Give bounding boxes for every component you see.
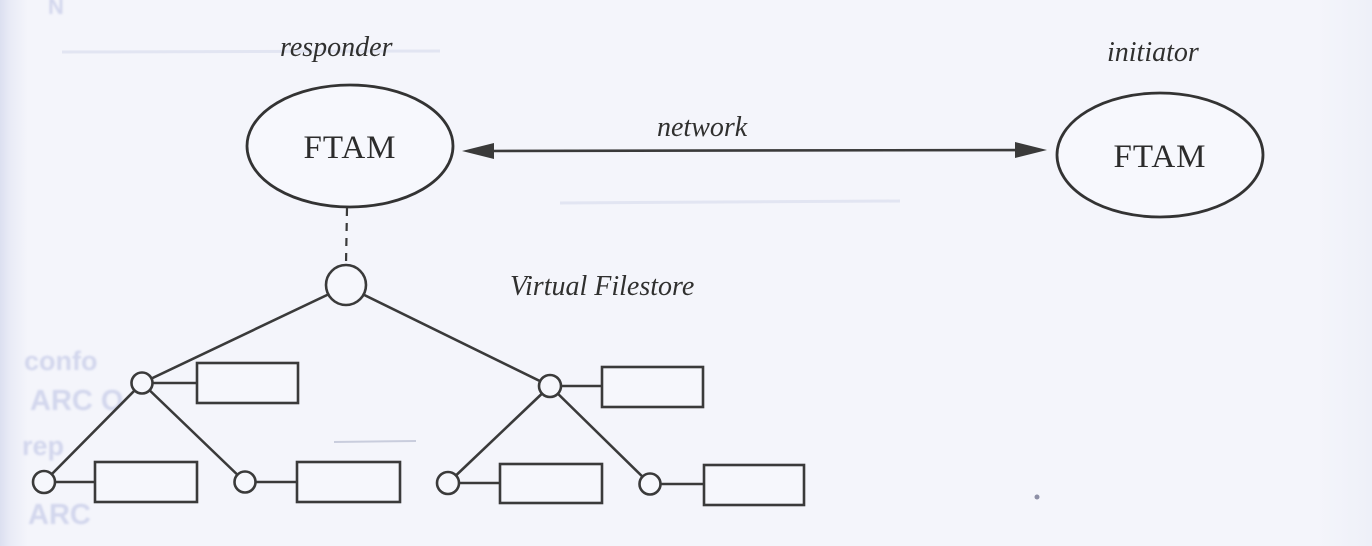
- network-label: network: [657, 112, 748, 143]
- filestore-leaf-node: [233, 470, 257, 494]
- scan-streak: [61, 49, 441, 54]
- initiator-ftam-ellipse: [1055, 91, 1265, 219]
- filestore-leaf-node: [31, 469, 57, 495]
- network-arrow: [462, 142, 1047, 159]
- tree-edge: [549, 385, 651, 485]
- responder-ftam-ellipse: [245, 83, 455, 209]
- tree-edge: [345, 284, 551, 388]
- attribute-box: [295, 460, 402, 504]
- filestore-node: [537, 373, 563, 399]
- filestore-leaf-node: [435, 470, 461, 496]
- ghost-text: ARC O: [30, 385, 123, 417]
- ghost-text: rep: [22, 431, 64, 461]
- tree-edge: [141, 382, 246, 483]
- responder-ftam-label: FTAM: [303, 130, 396, 166]
- attribute-box: [195, 361, 300, 405]
- tree-edge: [43, 382, 143, 483]
- filestore-leaf-node: [638, 472, 662, 496]
- attachment-dashed-line: [344, 207, 349, 265]
- initiator-ftam-label: FTAM: [1113, 139, 1206, 175]
- virtual-filestore-label: Virtual Filestore: [510, 271, 694, 302]
- scan-streak: [333, 440, 417, 443]
- ghost-text: N: [48, 0, 64, 19]
- initiator-label: initiator: [1107, 37, 1199, 68]
- tree-edge: [141, 284, 347, 385]
- scan-streak: [559, 199, 901, 205]
- attribute-box: [93, 460, 199, 504]
- filestore-root-node: [324, 263, 368, 307]
- attribute-box: [702, 463, 806, 507]
- ink-speck: [1034, 494, 1040, 500]
- attribute-box: [600, 365, 705, 409]
- attribute-box: [498, 462, 604, 505]
- filestore-node: [130, 371, 154, 395]
- ghost-text: confo: [24, 346, 98, 376]
- arrowhead-right-icon: [1015, 142, 1047, 158]
- arrowhead-left-icon: [462, 143, 494, 159]
- tree-edge: [447, 385, 551, 484]
- filestore-tree-edges: [43, 284, 704, 486]
- responder-label: responder: [280, 32, 393, 63]
- ghost-text: ARC: [28, 499, 91, 531]
